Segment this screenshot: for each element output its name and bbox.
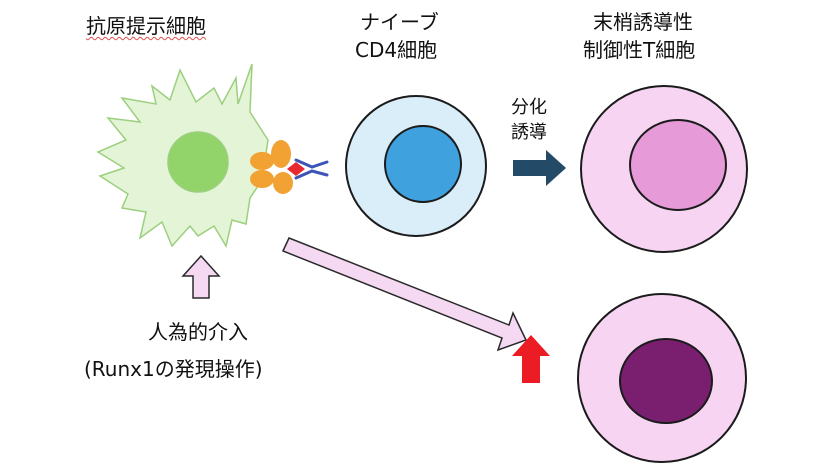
intervention-label-line2: (Runx1の発現操作) xyxy=(84,357,263,381)
naive-cell-label-line2: CD4細胞 xyxy=(355,38,438,62)
naive-cd4-cell xyxy=(345,95,487,237)
peripheral-treg-cell xyxy=(580,85,748,253)
antigen-presenting-cell xyxy=(96,63,329,248)
apc-label: 抗原提示細胞 xyxy=(86,14,206,38)
t-cell-receptor xyxy=(294,158,329,180)
naive-cell-nucleus xyxy=(384,125,462,203)
intervention-path-arrow xyxy=(281,237,528,352)
enhanced-treg-cell xyxy=(577,293,747,463)
differentiation-arrow xyxy=(513,150,566,186)
naive-cell-label-line1: ナイーブ xyxy=(360,10,439,34)
mhc-complex xyxy=(250,140,293,194)
antigen-diamond xyxy=(287,162,305,176)
treg-label-line2: 制御性T細胞 xyxy=(583,38,696,62)
induction-label-line2: 誘導 xyxy=(511,122,547,143)
intervention-label-line1: 人為的介入 xyxy=(148,320,248,344)
enhancement-arrow xyxy=(512,335,550,383)
apc-nucleus xyxy=(167,131,229,193)
intervention-up-arrow xyxy=(181,254,221,299)
treg-label-line1: 末梢誘導性 xyxy=(593,10,693,34)
induction-label-line1: 分化 xyxy=(511,97,547,118)
treg-cell-nucleus xyxy=(629,119,727,211)
enhanced-treg-nucleus xyxy=(619,338,713,424)
